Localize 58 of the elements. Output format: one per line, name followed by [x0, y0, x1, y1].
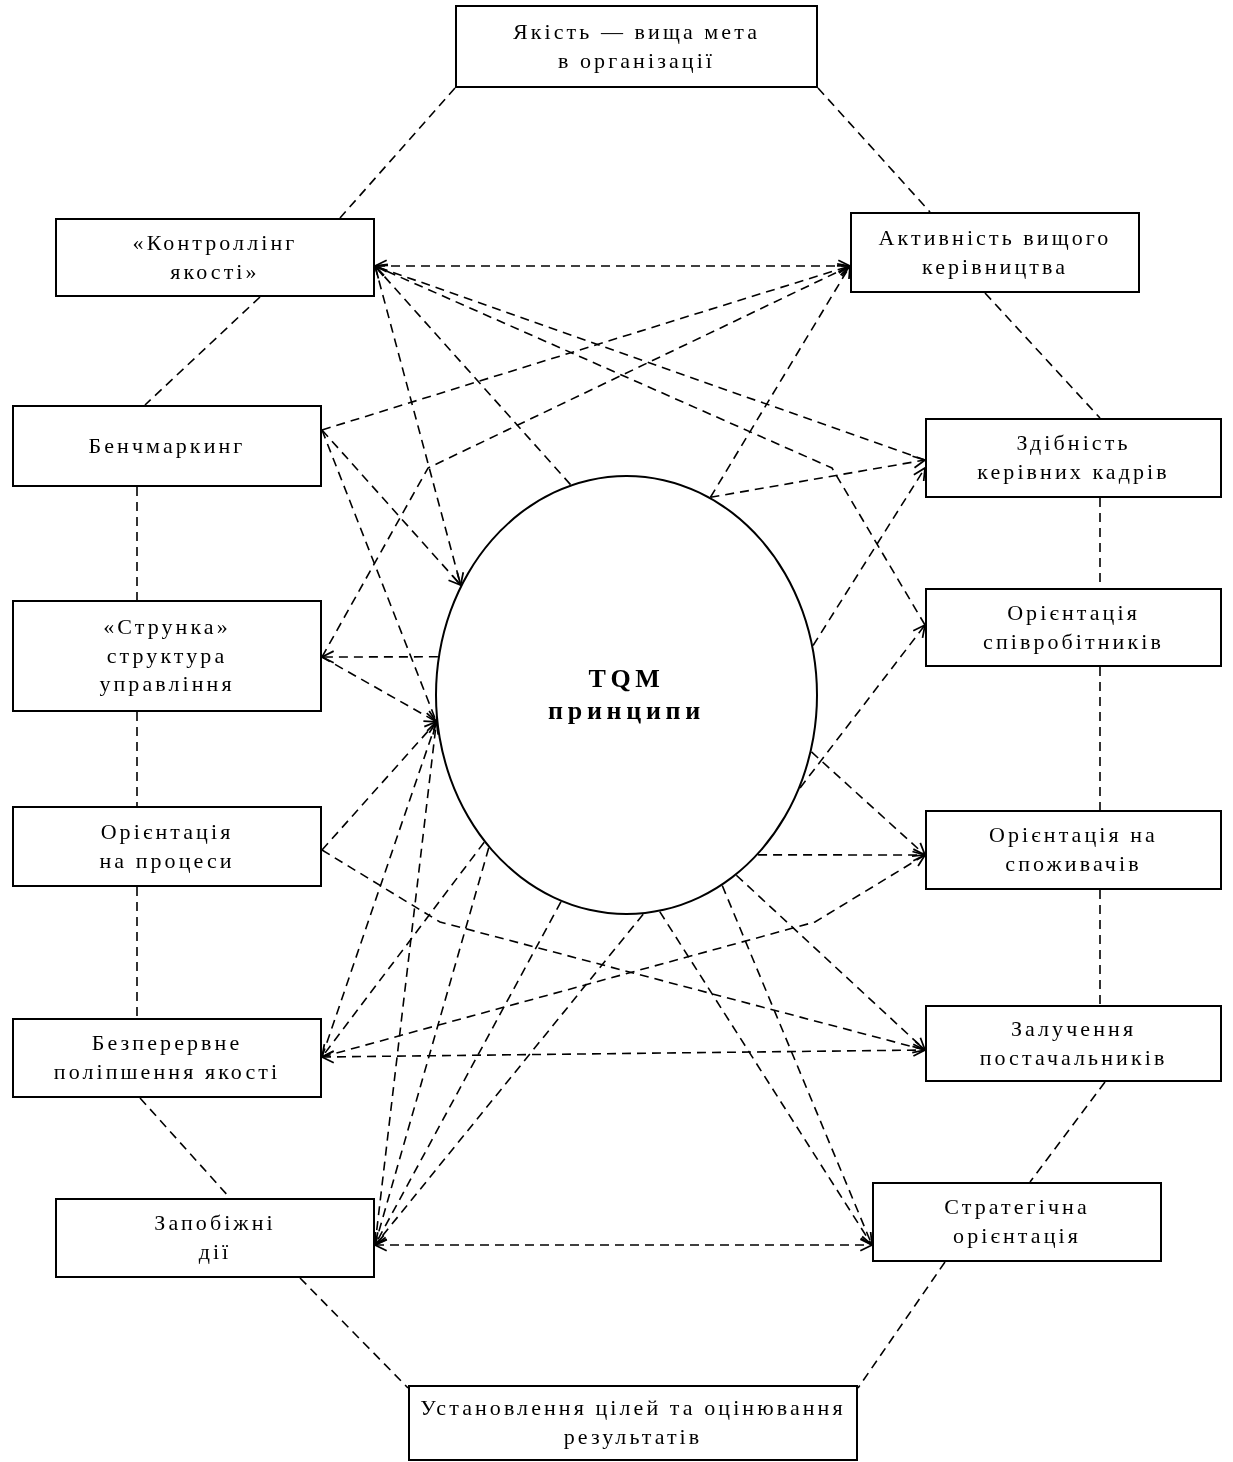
dashed-connector [812, 467, 926, 647]
dashed-connector [321, 429, 462, 586]
dashed-connector [857, 1261, 946, 1389]
box-label: Стратегічна орієнтація [943, 1193, 1091, 1250]
box-label: Бенчмаркинг [88, 431, 246, 460]
dashed-connector [321, 1043, 926, 1064]
text-box [925, 588, 1222, 667]
text-box [925, 810, 1222, 890]
dashed-connector [1029, 1081, 1106, 1183]
dashed-connector [374, 1238, 873, 1252]
dashed-connector [799, 624, 926, 789]
text-box [12, 600, 322, 712]
box-label: «Струнка» структура управління [98, 613, 236, 699]
dashed-connector [374, 265, 572, 486]
text-box [55, 1198, 375, 1278]
box-label: Якість — вища мета в організації [512, 17, 761, 75]
dashed-connector [984, 292, 1101, 419]
dashed-connector [757, 848, 926, 862]
box-label: Здібність керівних кадрів [976, 429, 1171, 486]
dashed-connector [735, 874, 926, 1051]
text-box [455, 5, 818, 88]
dashed-connector [1099, 889, 1101, 1006]
box-label: Установлення цілей та оцінювання результатів [419, 1394, 847, 1451]
dashed-connector [136, 886, 138, 1019]
dashed-connector [321, 264, 851, 658]
dashed-connector [321, 841, 485, 1058]
text-box [408, 1385, 858, 1461]
dashed-connector [374, 264, 926, 626]
text-box [925, 1005, 1222, 1082]
dashed-connector [136, 711, 138, 807]
text-box [850, 212, 1140, 293]
dashed-connector [1099, 666, 1101, 811]
box-label: Залучення постачальників [978, 1014, 1169, 1072]
text-box [872, 1182, 1162, 1262]
box-label: Орієнтація співробітників [982, 598, 1165, 656]
dashed-connector [374, 913, 644, 1246]
dashed-connector [136, 486, 138, 601]
box-label: Орієнтація на споживачів [988, 821, 1159, 878]
center-label: TQM принципи [547, 662, 706, 727]
dashed-connector [817, 87, 931, 213]
dashed-connector [374, 259, 851, 273]
dashed-connector [810, 751, 926, 856]
text-box [12, 806, 322, 887]
dashed-connector [321, 720, 438, 851]
text-box [55, 218, 375, 297]
text-box [925, 418, 1222, 498]
text-box [12, 1018, 322, 1098]
text-box [12, 405, 322, 487]
box-label: Орієнтація на процеси [98, 817, 236, 875]
dashed-connector [299, 1277, 409, 1389]
dashed-connector [658, 910, 873, 1246]
box-label: Безперервне поліпшення якості [52, 1029, 282, 1086]
dashed-connector [339, 87, 456, 219]
dashed-connector [144, 296, 261, 406]
dashed-connector [709, 455, 926, 499]
box-label: Запобіжні дії [153, 1209, 277, 1266]
box-label: «Контроллінг якості» [131, 228, 299, 286]
box-label: Активність вищого керівництва [877, 223, 1113, 281]
